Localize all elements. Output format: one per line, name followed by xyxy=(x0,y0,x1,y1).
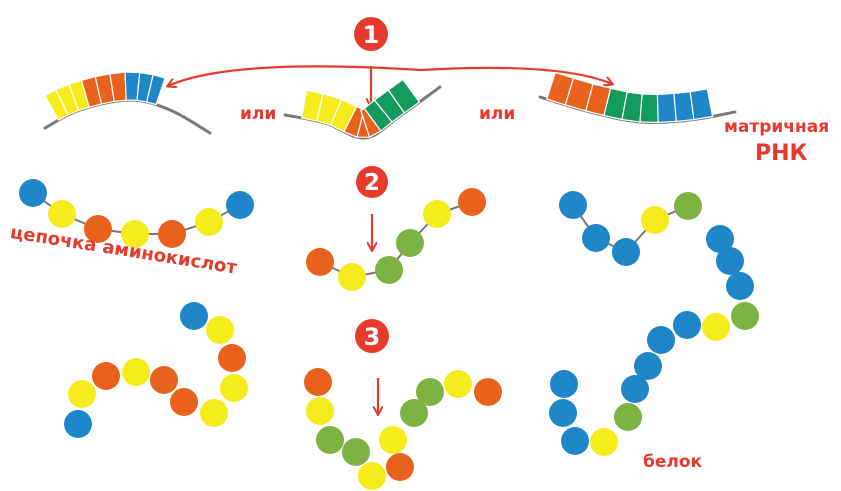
amino-acid-bead xyxy=(423,200,451,228)
amino-acid-bead xyxy=(396,229,424,257)
amino-acid-bead xyxy=(158,220,186,248)
step-badge-3: 3 xyxy=(355,319,389,353)
step-number-3: 3 xyxy=(364,323,381,351)
mrna-strand-right xyxy=(538,71,737,124)
branch-arrow-left xyxy=(168,65,422,86)
amino-acid-bead xyxy=(634,352,662,380)
amino-acid-bead xyxy=(64,410,92,438)
amino-acid-bead xyxy=(612,238,640,266)
mrna-codon-segment xyxy=(387,78,421,114)
mrna-codon-segment xyxy=(656,92,678,124)
amino-acid-bead xyxy=(559,191,587,219)
mrna-codon-segment xyxy=(639,93,659,124)
amino-acid-bead xyxy=(121,220,149,248)
or-label-right: или xyxy=(479,104,516,124)
step-badge-2: 2 xyxy=(356,166,388,198)
amino-chain-middle xyxy=(306,188,486,291)
amino-acid-bead xyxy=(726,272,754,300)
amino-acid-bead xyxy=(716,247,744,275)
amino-acid-bead xyxy=(379,426,407,454)
amino-acid-bead xyxy=(218,344,246,372)
amino-acid-bead xyxy=(19,179,47,207)
amino-acid-bead xyxy=(702,313,730,341)
branch-arrow-right xyxy=(420,66,612,84)
amino-acid-bead xyxy=(180,302,208,330)
amino-acid-bead xyxy=(706,225,734,253)
amino-acid-bead xyxy=(206,316,234,344)
amino-acid-bead xyxy=(550,370,578,398)
amino-acid-bead xyxy=(549,399,577,427)
amino-acid-bead xyxy=(342,438,370,466)
amino-acid-bead xyxy=(92,362,120,390)
protein-middle xyxy=(304,368,502,490)
amino-acid-bead xyxy=(306,248,334,276)
mrna-strand-middle xyxy=(283,78,442,140)
amino-acid-bead xyxy=(614,403,642,431)
amino-acid-bead xyxy=(673,311,701,339)
mrna-codon-segment xyxy=(146,73,166,106)
amino-acid-bead xyxy=(68,380,96,408)
or-label-left: или xyxy=(240,104,277,124)
amino-acid-bead xyxy=(304,368,332,396)
amino-acid-bead xyxy=(386,453,414,481)
amino-acid-bead xyxy=(338,263,366,291)
amino-acid-bead xyxy=(84,215,112,243)
mrna-label-line1: матричная xyxy=(724,117,830,137)
amino-acid-bead xyxy=(226,191,254,219)
mrna-codon-segment xyxy=(689,88,714,121)
amino-acid-bead xyxy=(674,192,702,220)
amino-acid-bead xyxy=(458,188,486,216)
amino-acid-bead xyxy=(474,378,502,406)
amino-acid-bead xyxy=(200,399,228,427)
step-number-1: 1 xyxy=(363,21,380,49)
amino-acid-bead xyxy=(150,366,178,394)
amino-acid-bead xyxy=(641,206,669,234)
amino-acid-bead xyxy=(48,200,76,228)
amino-acid-bead xyxy=(375,256,403,284)
amino-acid-bead xyxy=(195,208,223,236)
amino-chain-left xyxy=(19,179,254,248)
amino-chain-right xyxy=(559,191,702,266)
amino-acid-bead xyxy=(358,462,386,490)
amino-acid-bead xyxy=(582,224,610,252)
amino-acid-bead xyxy=(590,428,618,456)
amino-acid-bead xyxy=(220,374,248,402)
mrna-label-line2: РНК xyxy=(755,141,808,166)
amino-acid-bead xyxy=(561,427,589,455)
protein-label: белок xyxy=(643,452,703,472)
amino-acid-bead xyxy=(621,375,649,403)
amino-acid-bead xyxy=(400,399,428,427)
protein-right xyxy=(549,225,759,456)
amino-acid-bead xyxy=(170,388,198,416)
amino-acid-bead xyxy=(647,326,675,354)
amino-acid-bead xyxy=(731,302,759,330)
mrna-strand-left xyxy=(43,71,212,135)
step-badge-1: 1 xyxy=(354,17,388,51)
amino-acid-bead xyxy=(444,370,472,398)
amino-acid-bead xyxy=(416,378,444,406)
amino-acid-bead xyxy=(122,358,150,386)
amino-acid-bead xyxy=(306,397,334,425)
amino-acid-bead xyxy=(316,426,344,454)
step-number-2: 2 xyxy=(364,170,380,196)
protein-left xyxy=(64,302,248,438)
